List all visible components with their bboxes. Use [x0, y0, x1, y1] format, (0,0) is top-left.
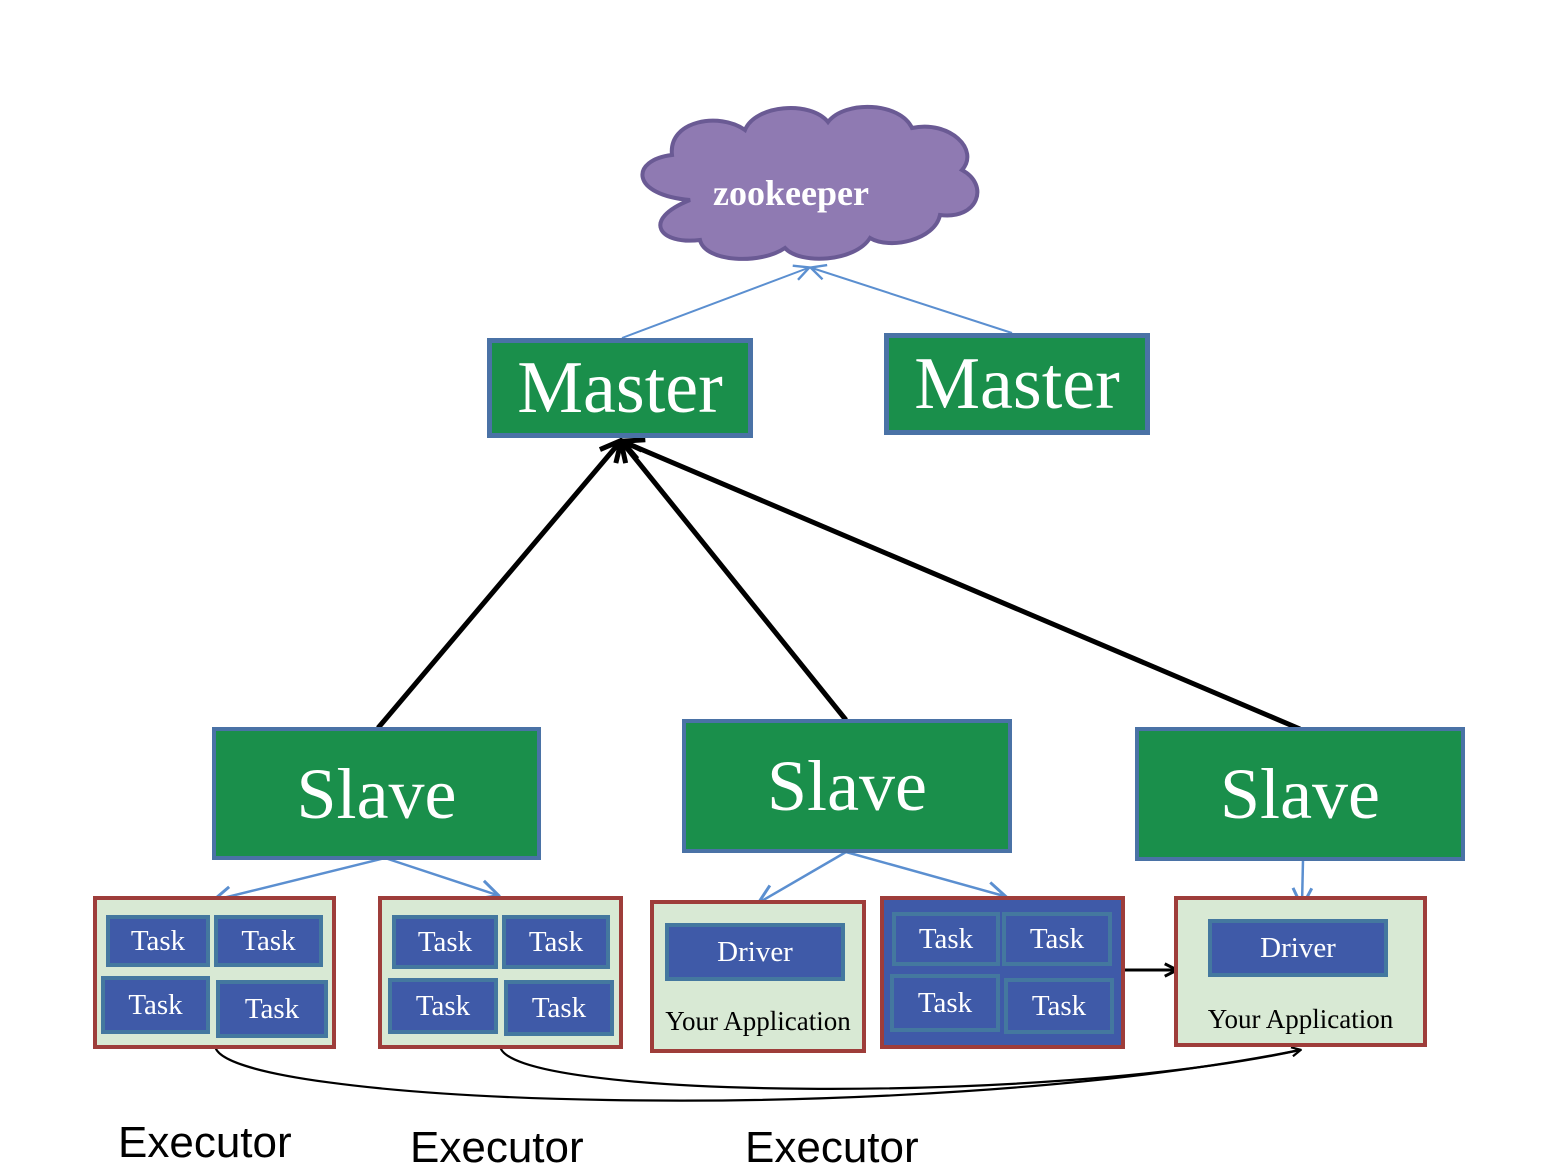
task-box: Task [1004, 978, 1114, 1034]
slave2-app1-link [760, 850, 847, 902]
zookeeper-cloud [640, 104, 980, 261]
exec1-app2-curve [213, 1044, 1301, 1102]
task-box: Task [216, 980, 328, 1038]
task-box: Task [214, 915, 323, 967]
executor-label-2: Executor [410, 1123, 584, 1172]
executor-1: Task Task Task Task [93, 896, 336, 1049]
slave2-master-arrow [622, 442, 848, 722]
slave-label: Slave [296, 753, 457, 834]
executor-3: Task Task Task Task [880, 896, 1125, 1049]
task-box: Task [388, 978, 498, 1034]
executor-2: Task Task Task Task [378, 896, 623, 1049]
task-box: Task [502, 915, 610, 969]
master-node-active: Master [487, 338, 753, 438]
task-box: Task [504, 980, 614, 1036]
driver-box: Driver [665, 923, 845, 981]
application-label: Your Application [1207, 1004, 1394, 1034]
slave-label: Slave [1220, 754, 1380, 834]
task-box: Task [1002, 912, 1112, 966]
master-label: Master [517, 347, 723, 429]
slave1-exec2-link [384, 856, 497, 895]
slave-node-3: Slave [1135, 727, 1465, 861]
master1-zookeeper-link [621, 268, 808, 339]
slave1-master-arrow [376, 442, 620, 730]
task-box: Task [392, 915, 498, 969]
task-box: Task [890, 974, 1000, 1032]
exec2-app2-curve [498, 1044, 1300, 1090]
application-2: Driver Your Application [1174, 896, 1427, 1047]
application-label: Your Application [665, 1006, 851, 1036]
slave3-master-arrow [624, 442, 1301, 732]
slave2-exec3-link [845, 850, 1004, 896]
slave-label: Slave [767, 746, 927, 826]
master-label: Master [914, 343, 1120, 425]
master2-zookeeper-link [812, 268, 1013, 334]
slave-node-1: Slave [212, 727, 541, 860]
master-node-standby: Master [884, 333, 1150, 435]
executor-label-3: Executor [745, 1123, 919, 1172]
application-1: Driver Your Application [650, 900, 866, 1053]
executor-label-1: Executor [118, 1118, 292, 1167]
slave-node-2: Slave [682, 719, 1012, 853]
driver-box: Driver [1208, 919, 1388, 977]
task-box: Task [101, 976, 210, 1034]
zookeeper-label: zookeeper [713, 173, 869, 213]
task-box: Task [892, 912, 1000, 966]
slave1-exec1-link [215, 856, 386, 900]
task-box: Task [106, 915, 210, 967]
